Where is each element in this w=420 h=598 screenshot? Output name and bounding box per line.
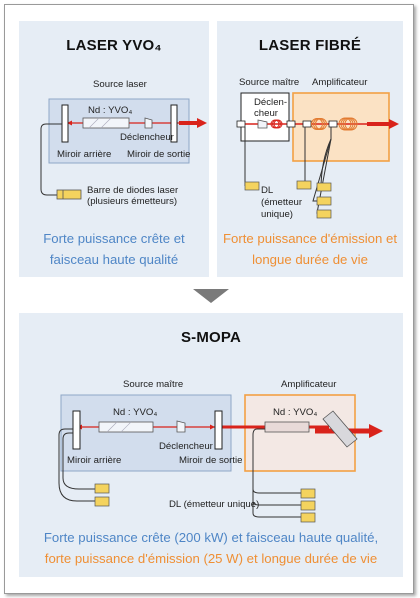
smopa-trigger — [176, 420, 186, 433]
diode-bar-label-1: Barre de diodes laser — [87, 185, 179, 196]
laser-fibre-panel: LASER FIBRÉ — [217, 21, 403, 277]
down-arrow-icon — [193, 289, 229, 303]
laser-fibre-caption-1: Forte puissance d'émission et — [222, 231, 398, 246]
laser-fibre-title: LASER FIBRÉ — [258, 37, 362, 54]
smopa-rear-mirror-label: Miroir arrière — [67, 455, 122, 466]
diode-bar-label-2: (plusieurs émetteurs) — [87, 196, 178, 207]
beam-arrow-left — [67, 120, 72, 126]
dl-amp-1 — [296, 180, 312, 190]
fibre-coil-master — [270, 119, 283, 129]
fibre-coil-amp-2 — [338, 117, 358, 131]
trigger-element — [144, 117, 153, 129]
trigger-label-2: cheur — [254, 108, 278, 119]
crystal-label: Nd : YVO₄ — [88, 105, 133, 116]
dl-amp-2 — [316, 182, 332, 192]
rear-mirror-label: Miroir arrière — [57, 149, 112, 160]
laser-yvo4-caption-2: faisceau haute qualité — [49, 252, 179, 267]
laser-yvo4-caption-1: Forte puissance crête et — [43, 231, 185, 246]
smopa-output-mirror-label: Miroir de sortie — [179, 455, 243, 466]
smopa-dl-label: DL (émetteur unique) — [169, 499, 260, 510]
smopa-dl-amp-2 — [300, 500, 316, 511]
smopa-output-mirror — [214, 410, 223, 450]
figure-frame: LASER YVO₄ Source laser Nd : YVO₄ — [4, 4, 414, 594]
smopa-amp-crystal-label: Nd : YVO₄ — [273, 407, 318, 418]
trigger-label: Déclencheur — [120, 132, 174, 143]
dl-label-2: (émetteur — [261, 197, 303, 208]
smopa-title: S-MOPA — [180, 329, 242, 346]
smopa-amplifier-label: Amplificateur — [281, 379, 337, 390]
smopa-prism — [322, 410, 358, 448]
master-source-label: Source maître — [239, 77, 300, 88]
smopa-diagram — [58, 394, 383, 523]
pump-fiber — [40, 123, 62, 196]
smopa-dl-amp-1 — [300, 488, 316, 499]
fibre-coil-amp-1 — [311, 118, 327, 130]
smopa-dl-amp-3 — [300, 512, 316, 523]
dl-master — [244, 181, 260, 191]
trigger-label-1: Déclen- — [254, 97, 288, 108]
dl-amp-4 — [316, 209, 332, 219]
smopa-trigger-label: Déclencheur — [159, 441, 213, 452]
laser-fibre-caption-2: longue durée de vie — [252, 252, 368, 267]
output-mirror — [170, 104, 178, 143]
down-arrow-layer — [193, 289, 229, 303]
laser-fibre-diagram — [236, 92, 399, 219]
output-beam-arrowhead — [389, 119, 399, 129]
smopa-output-arrowhead — [369, 424, 383, 438]
laser-yvo4-title: LASER YVO₄ — [66, 37, 162, 54]
smopa-panel: S-MOPA — [19, 313, 403, 577]
smopa-master-box — [60, 394, 232, 472]
laser-yvo4-panel: LASER YVO₄ Source laser Nd : YVO₄ — [19, 21, 209, 277]
diode-bar — [56, 189, 82, 200]
beam-arrow-right — [210, 424, 215, 430]
laser-source-box — [48, 98, 190, 164]
trigger-element — [257, 119, 268, 129]
master-source-box — [240, 92, 290, 142]
output-mirror-label: Miroir de sortie — [127, 149, 191, 160]
smopa-dl-master-2 — [94, 496, 110, 507]
smopa-crystal-label: Nd : YVO₄ — [113, 407, 158, 418]
smopa-dl-master-1 — [94, 483, 110, 494]
dl-label-3: unique) — [261, 209, 294, 220]
output-beam-arrowhead — [197, 118, 207, 128]
amplifier-label: Amplificateur — [312, 77, 368, 88]
smopa-caption-1: Forte puissance crête (200 kW) et faisce… — [43, 530, 379, 545]
laser-yvo4-diagram — [40, 98, 207, 200]
source-laser-label: Source laser — [93, 79, 147, 90]
dl-label-1: DL — [261, 185, 274, 196]
smopa-master-label: Source maître — [123, 379, 184, 390]
smopa-caption-2: forte puissance d'émission (25 W) et lon… — [44, 551, 378, 566]
amplifier-box — [292, 92, 390, 162]
smopa-amp-crystal — [264, 421, 310, 433]
dl-amp-3 — [316, 196, 332, 206]
smopa-rear-mirror — [72, 410, 81, 450]
